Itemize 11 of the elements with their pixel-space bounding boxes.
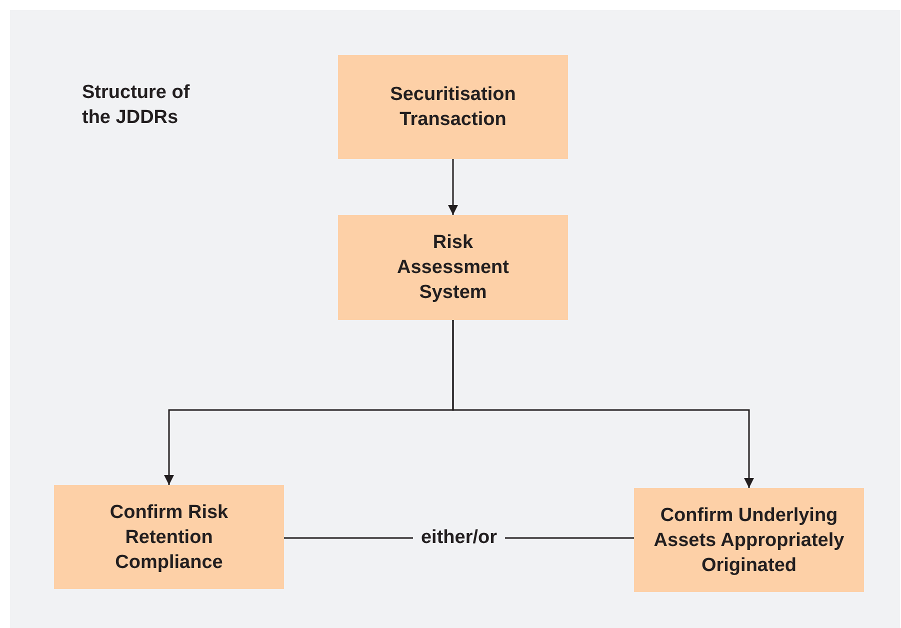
process-box [54,485,284,589]
box-label: Risk Assessment System [396,231,510,305]
process-box [338,215,568,320]
process-box [634,488,864,592]
process-box [338,55,568,159]
box-label: Securitisation Transaction [389,83,517,132]
arrow [448,159,458,215]
box-label: Confirm Underlying Assets Appropriately Originated [652,504,846,578]
diagram-title: Structure of the JDDRs [82,81,191,130]
arrow [452,320,754,488]
box-label: Confirm Risk Retention Compliance [108,500,230,574]
